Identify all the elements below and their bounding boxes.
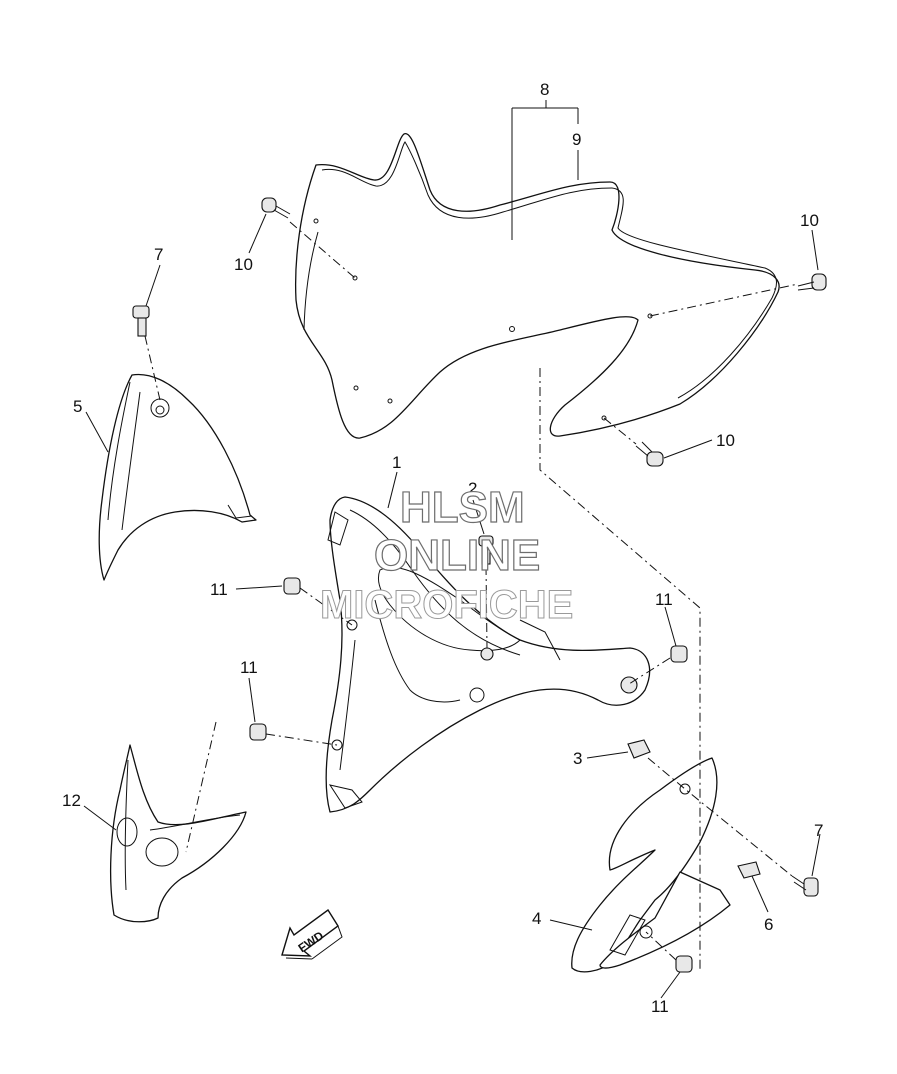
callout-9: 9 [572, 130, 581, 149]
collar-11-a[interactable] [283, 577, 301, 595]
windshield[interactable] [295, 133, 780, 439]
watermark-line-2: ONLINE [374, 531, 540, 580]
hardware [132, 197, 827, 973]
watermark: HLSM ONLINE MICROFICHE [320, 482, 574, 627]
fwd-direction-arrow: FWD [281, 908, 343, 960]
collar-11-c[interactable] [249, 723, 267, 741]
callout-6: 6 [764, 915, 773, 934]
callout-10: 10 [716, 431, 735, 450]
nut-6[interactable] [737, 861, 761, 879]
callout-3: 3 [573, 749, 582, 768]
callout-4: 4 [532, 909, 541, 928]
callout-11: 11 [210, 580, 228, 599]
collar-11-b[interactable] [670, 645, 688, 663]
collar-11-d[interactable] [675, 955, 693, 973]
watermark-line-3: MICROFICHE [320, 583, 573, 627]
callout-11: 11 [655, 590, 673, 609]
callout-1: 1 [392, 453, 401, 472]
callout-11: 11 [651, 997, 669, 1016]
screw-10-right[interactable] [797, 273, 827, 291]
callout-10: 10 [234, 255, 253, 274]
callout-7: 7 [154, 245, 163, 264]
bolt-7-right[interactable] [791, 875, 819, 897]
callout-7: 7 [814, 821, 823, 840]
callout-2: 2 [468, 479, 477, 498]
lower-panel-left[interactable] [110, 744, 247, 923]
watermark-line-1: HLSM [400, 483, 525, 532]
callout-10: 10 [800, 211, 819, 230]
callout-8: 8 [540, 80, 549, 99]
callout-labels: 8 9 10 10 10 7 5 1 2 11 11 11 12 3 7 6 4… [62, 80, 823, 1016]
screw-2[interactable] [478, 535, 494, 565]
screw-10-bottom[interactable] [635, 441, 664, 467]
screw-10-top-left[interactable] [261, 197, 291, 219]
assembly-lines [144, 221, 799, 972]
callout-12: 12 [62, 791, 81, 810]
lower-panel-right[interactable] [571, 757, 731, 973]
front-cowl[interactable] [325, 496, 651, 813]
callout-5: 5 [73, 397, 82, 416]
leader-lines [83, 100, 821, 999]
clip-3[interactable] [627, 739, 651, 759]
inner-panel-left[interactable] [98, 373, 257, 581]
callout-11: 11 [240, 658, 258, 677]
bolt-7-left[interactable] [132, 305, 150, 337]
